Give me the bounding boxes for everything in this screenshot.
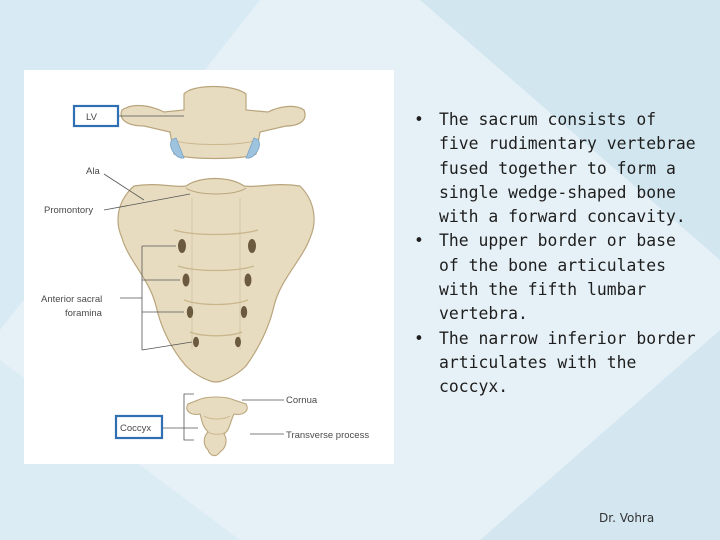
bullet-item: • The sacrum consists of five rudimentary… [414, 108, 704, 229]
bullet-item: • The narrow inferior border articulates … [414, 327, 704, 400]
label-lv: LV [86, 112, 98, 123]
coccyx-label-box [114, 414, 164, 440]
label-anterior-sacral: Anterior sacral [41, 294, 102, 305]
label-leader-lines [103, 115, 284, 441]
bullet-marker: • [414, 328, 424, 348]
author-credit: Dr. Vohra [599, 511, 655, 525]
label-coccyx: Coccyx [120, 423, 151, 434]
label-transverse-process: Transverse process [286, 430, 369, 441]
bullet-text: The upper border or base of the bone art… [439, 231, 676, 324]
lv-label-box [72, 104, 120, 128]
sacrum-figure-panel: LV Ala Promontory Anterior sacral forami… [24, 70, 394, 464]
label-ala: Ala [86, 166, 100, 177]
bullet-text: The narrow inferior border articulates w… [439, 328, 696, 397]
sacrum-anatomy-illustration: LV Ala Promontory Anterior sacral forami… [41, 85, 369, 457]
bullet-marker: • [414, 231, 424, 251]
bullet-text: The sacrum consists of five rudimentary … [439, 110, 696, 227]
label-foramina: foramina [65, 308, 103, 319]
bullet-item: • The upper border or base of the bone ar… [414, 229, 704, 326]
label-cornua: Cornua [286, 395, 318, 406]
sacrum-drawing [117, 177, 315, 383]
label-promontory: Promontory [44, 205, 93, 216]
lumbar-vertebra-drawing [120, 85, 306, 160]
bullet-list: • The sacrum consists of five rudimentary… [414, 108, 704, 400]
coccyx-drawing [186, 396, 248, 457]
bullet-marker: • [414, 110, 424, 129]
